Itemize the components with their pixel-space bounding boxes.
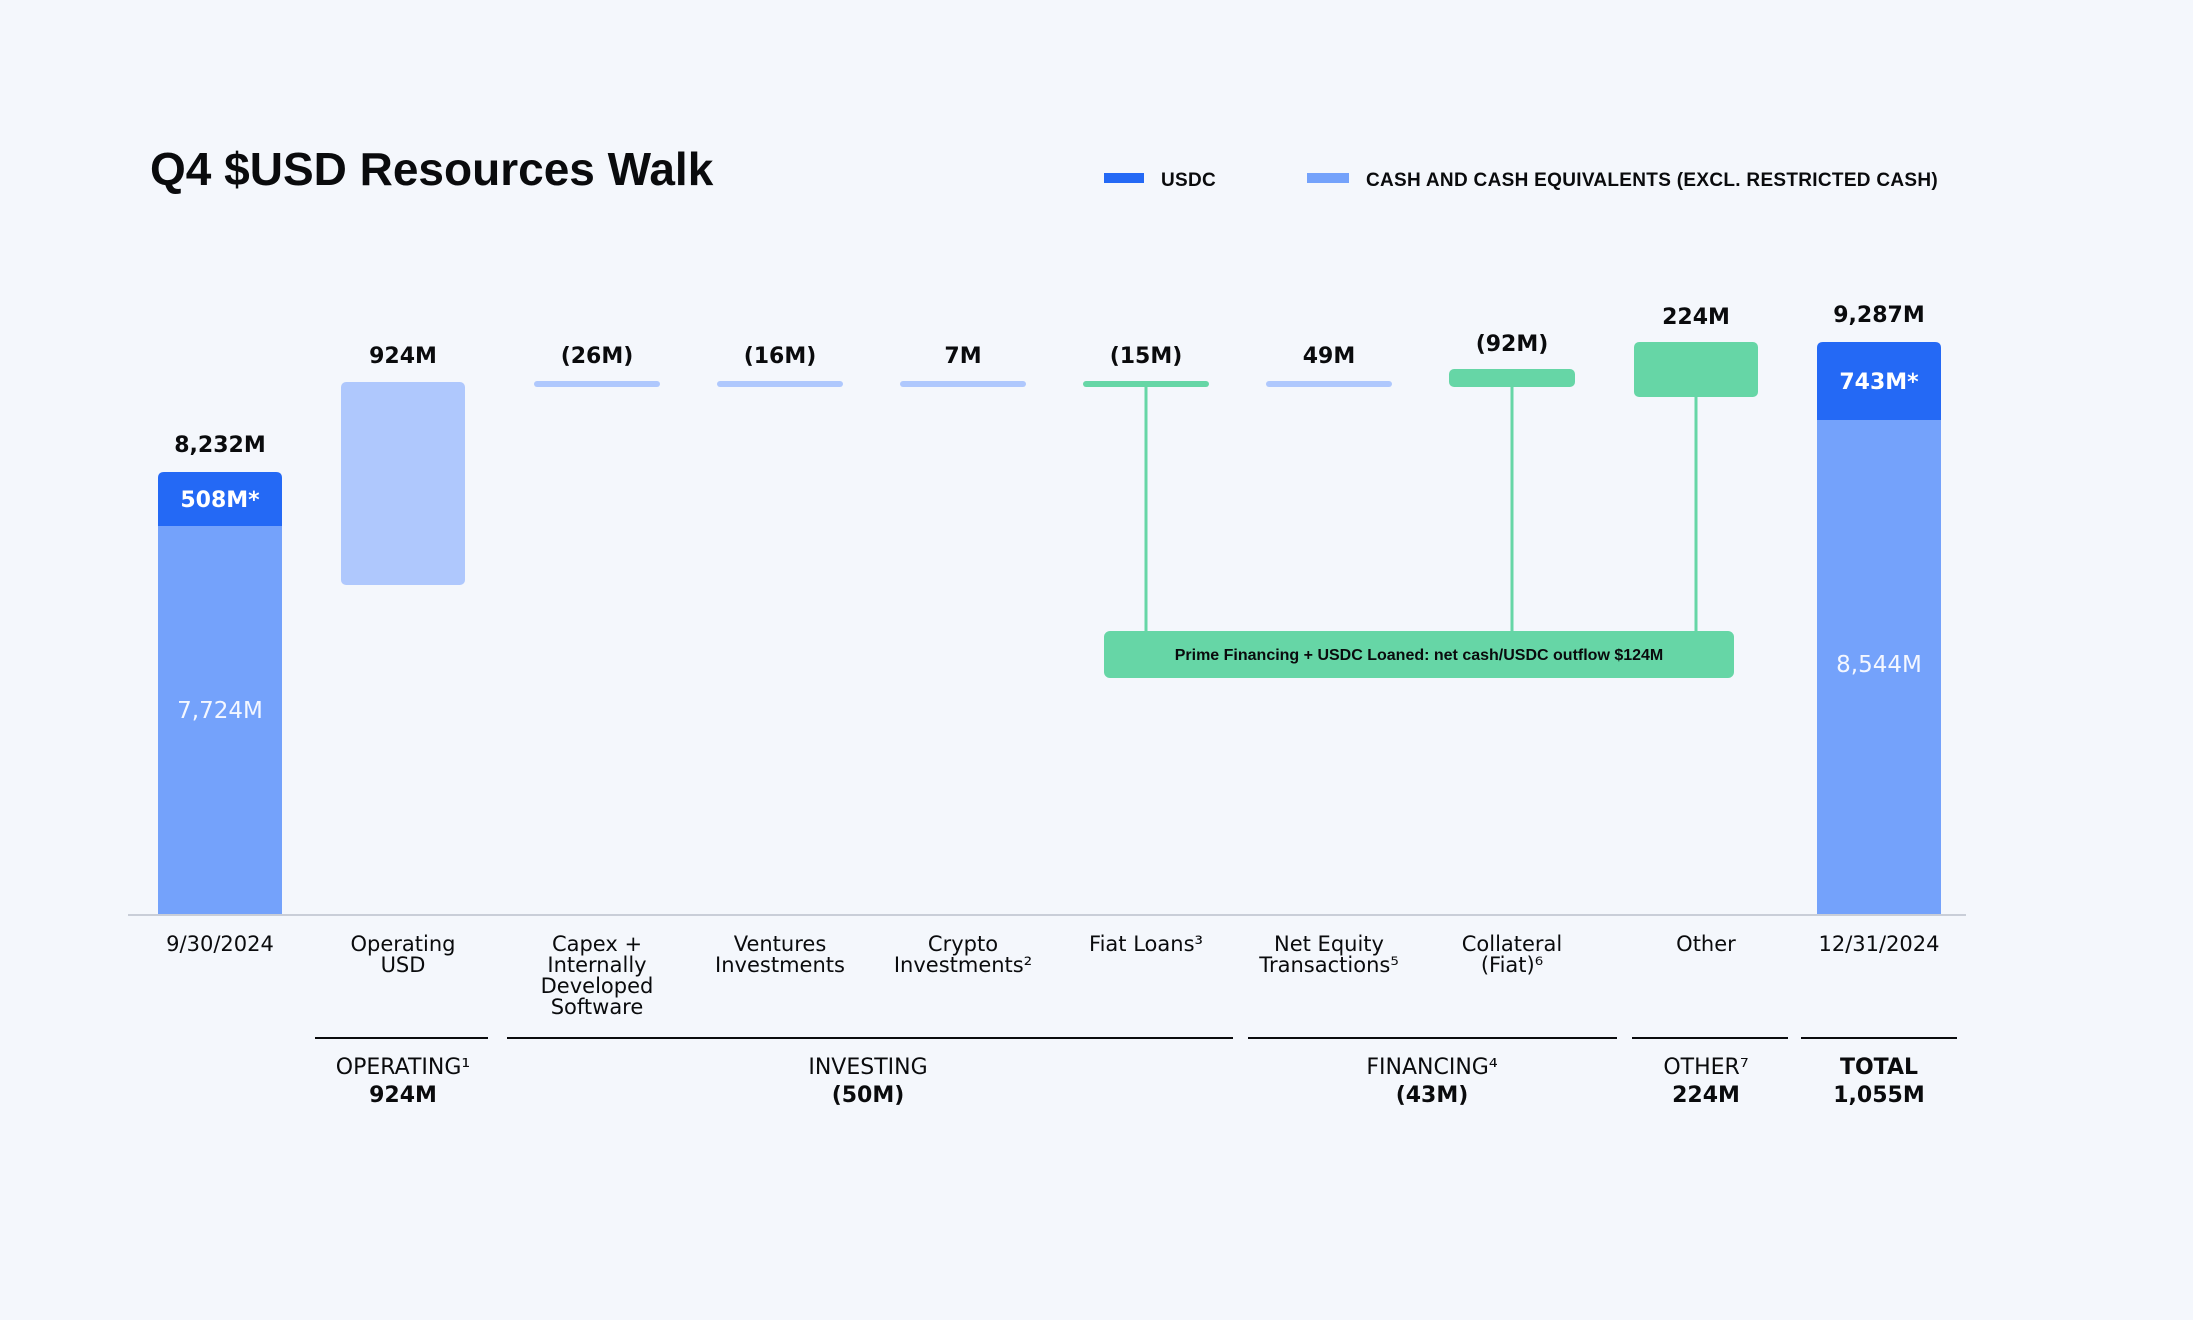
- annotation-connectors: [1144, 387, 1698, 631]
- bar-usdc-0: [158, 472, 282, 526]
- legend-label-cash: CASH AND CASH EQUIVALENTS (EXCL. RESTRIC…: [1366, 170, 1938, 191]
- annotation-layer: Prime Financing + USDC Loaned: net cash/…: [1104, 631, 1734, 678]
- group-label-1: INVESTING: [808, 1055, 927, 1080]
- bar-cash-label-9: 8,544M: [1836, 652, 1922, 678]
- bar-value-label-6: 49M: [1303, 344, 1356, 369]
- group-summaries: OPERATING¹ 924M INVESTING (50M) FINANCING⁴ (4…: [315, 1037, 1957, 1108]
- bar-usdc-9: [1817, 342, 1941, 420]
- bar-value-label-7: (92M): [1476, 332, 1549, 357]
- bars-layer: 508M* 7,724M 8,232M 924M (26M) (16M) 7M (15M) 49…: [158, 303, 1941, 915]
- group-value-2: (43M): [1396, 1083, 1469, 1108]
- category-label-9: 12/31/2024: [1818, 932, 1939, 956]
- category-label-5: Fiat Loans³: [1089, 932, 1203, 956]
- bar-total-label-9: 9,287M: [1833, 303, 1924, 328]
- bar-value-label-3: (16M): [744, 344, 817, 369]
- category-label-8: Other: [1676, 932, 1736, 956]
- bar-delta-2: [534, 381, 660, 387]
- bar-usdc-label-9: 743M*: [1839, 370, 1919, 395]
- bar-delta-8: [1634, 342, 1758, 397]
- group-value-1: (50M): [832, 1083, 905, 1108]
- legend: USDC CASH AND CASH EQUIVALENTS (EXCL. RE…: [1104, 170, 1938, 191]
- bar-value-label-2: (26M): [561, 344, 634, 369]
- annotation-box: [1104, 631, 1734, 678]
- group-label-0: OPERATING¹: [336, 1055, 470, 1080]
- group-value-0: 924M: [369, 1083, 437, 1108]
- bar-value-label-4: 7M: [944, 344, 981, 369]
- bar-total-label-0: 8,232M: [174, 433, 265, 458]
- bar-delta-3: [717, 381, 843, 387]
- chart-title: Q4 $USD Resources Walk: [150, 143, 714, 195]
- group-label-3: OTHER⁷: [1663, 1055, 1748, 1080]
- bar-usdc-label-0: 508M*: [180, 488, 260, 513]
- annotation-text: Prime Financing + USDC Loaned: net cash/…: [1175, 647, 1664, 664]
- bar-cash-9: [1817, 420, 1941, 915]
- legend-label-usdc: USDC: [1161, 170, 1216, 191]
- bar-delta-5: [1083, 381, 1209, 387]
- bar-value-label-1: 924M: [369, 344, 437, 369]
- bar-cash-0: [158, 526, 282, 915]
- bar-delta-6: [1266, 381, 1392, 387]
- group-value-3: 224M: [1672, 1083, 1740, 1108]
- legend-swatch-cash: [1307, 173, 1349, 183]
- group-value-4: 1,055M: [1833, 1083, 1924, 1108]
- category-label-7: Collateral(Fiat)⁶: [1462, 932, 1563, 977]
- bar-value-label-5: (15M): [1110, 344, 1183, 369]
- group-label-4: TOTAL: [1840, 1055, 1918, 1080]
- bar-delta-1: [341, 382, 465, 585]
- group-label-2: FINANCING⁴: [1366, 1055, 1497, 1080]
- category-label-0: 9/30/2024: [166, 932, 274, 956]
- bar-value-label-8: 224M: [1662, 305, 1730, 330]
- legend-swatch-usdc: [1104, 173, 1144, 183]
- bar-delta-4: [900, 381, 1026, 387]
- bar-delta-7: [1449, 369, 1575, 387]
- bar-cash-label-0: 7,724M: [177, 698, 263, 724]
